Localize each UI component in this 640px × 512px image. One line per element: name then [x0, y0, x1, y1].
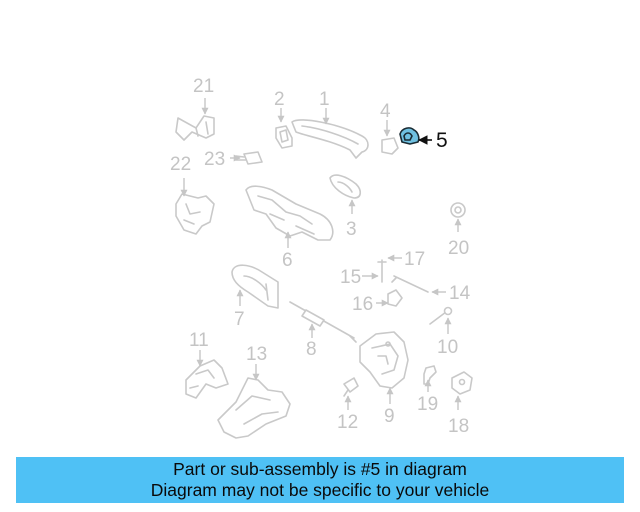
label-6: 6	[282, 250, 293, 271]
label-1: 1	[319, 89, 330, 110]
label-8: 8	[306, 339, 317, 360]
part-16-lever: 16	[352, 289, 403, 315]
label-4: 4	[380, 101, 391, 122]
label-5: 5	[436, 129, 448, 152]
label-22: 22	[170, 154, 191, 175]
part-1-outside-handle: 1	[291, 89, 369, 159]
part-12-bolt: 12	[337, 377, 359, 433]
part-18-striker: 18	[448, 371, 473, 437]
label-16: 16	[352, 294, 373, 315]
label-9: 9	[384, 406, 395, 427]
part-13-housing: 13	[217, 344, 291, 439]
label-23: 23	[204, 149, 225, 170]
part-11-bracket: 11	[185, 330, 229, 399]
part-23-bolt: 23	[204, 149, 263, 170]
info-banner: Part or sub-assembly is #5 in diagram Di…	[16, 457, 624, 503]
part-3-inner-bezel: 3	[329, 174, 362, 240]
part-2-bezel: 2	[274, 89, 293, 149]
label-10: 10	[437, 337, 458, 358]
part-4-cap: 4	[380, 101, 399, 155]
label-18: 18	[448, 416, 469, 437]
part-10-rod-end: 10	[429, 306, 458, 358]
part-21-bracket: 21	[175, 76, 215, 141]
banner-line-1: Part or sub-assembly is #5 in diagram	[173, 459, 467, 479]
banner-line-2: Diagram may not be specific to your vehi…	[150, 480, 490, 500]
label-15: 15	[340, 267, 361, 288]
part-19-screw: 19	[417, 365, 438, 415]
part-14-rod: 14	[391, 275, 471, 304]
label-12: 12	[337, 412, 358, 433]
part-6-frame: 6	[245, 185, 334, 271]
parts-diagram: 21 2 1 4 5 23 22	[170, 76, 473, 439]
label-14: 14	[449, 283, 471, 304]
label-20: 20	[448, 238, 469, 259]
part-15-clip: 15	[340, 267, 379, 288]
label-3: 3	[346, 219, 357, 240]
label-2: 2	[274, 89, 285, 110]
part-22-hinge: 22	[170, 154, 215, 235]
part-8-cable: 8	[289, 301, 357, 360]
label-7: 7	[234, 309, 245, 330]
part-9-lock: 9	[359, 331, 409, 427]
part-5-clip-highlighted: 5	[399, 127, 448, 152]
part-17-rod: 17	[377, 249, 425, 283]
part-20-grommet: 20	[448, 202, 469, 259]
part-7-inside-handle: 7	[231, 264, 279, 330]
label-11: 11	[189, 330, 209, 351]
label-13: 13	[246, 344, 267, 365]
label-21: 21	[193, 76, 214, 97]
label-17: 17	[404, 249, 425, 270]
label-19: 19	[417, 394, 438, 415]
